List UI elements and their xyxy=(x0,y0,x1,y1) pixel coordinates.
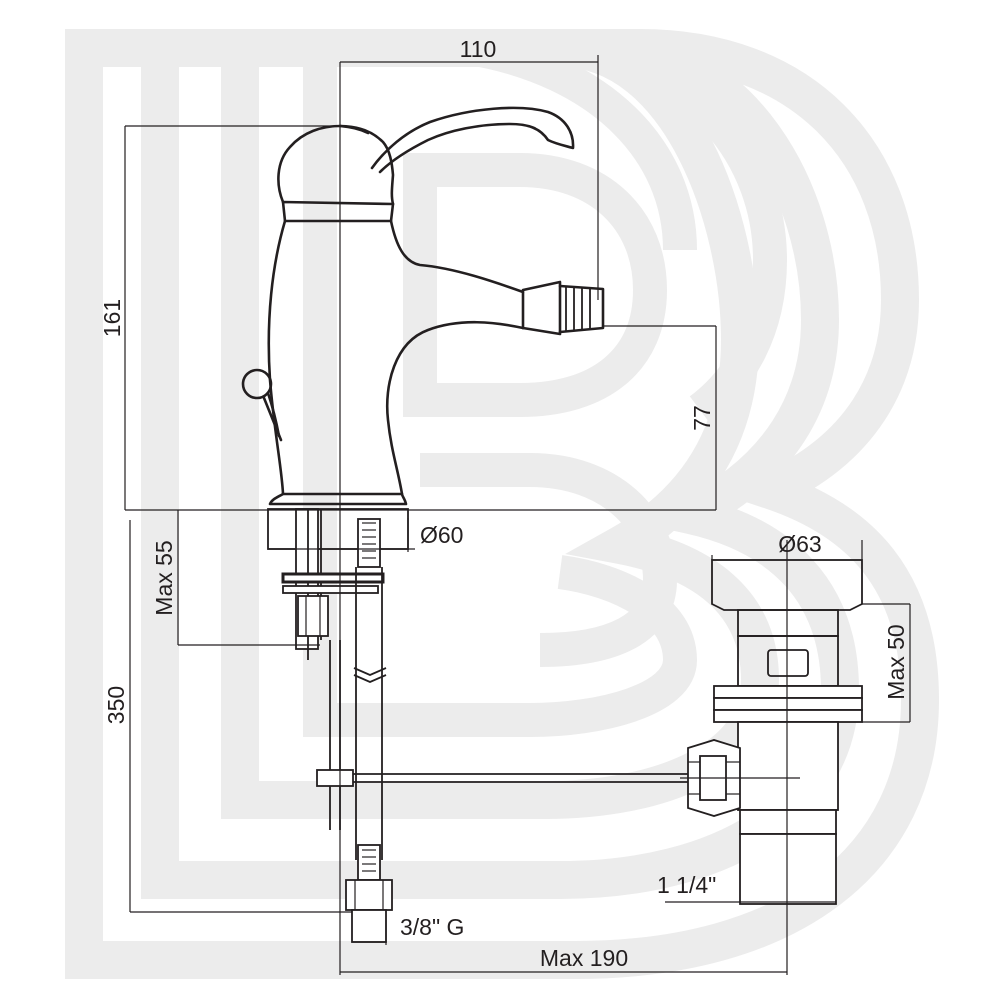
dim-supply-thread-label: 3/8" G xyxy=(400,914,464,940)
dimension-lines xyxy=(124,55,911,973)
dim-width-label: 110 xyxy=(460,36,497,62)
dim-waste-diameter-label: Ø63 xyxy=(778,531,821,557)
pop-up-waste xyxy=(687,559,863,905)
dim-max-centre-label: Max 190 xyxy=(540,945,628,971)
dim-hose-length-label: 350 xyxy=(103,686,129,724)
dim-height-label: 161 xyxy=(99,299,125,337)
dim-waste-max-label: Max 50 xyxy=(883,624,909,699)
dim-max-deck-label: Max 55 xyxy=(151,540,177,615)
dim-spout-height-label: 77 xyxy=(689,405,715,431)
dim-base-diameter-label: Ø60 xyxy=(420,522,463,548)
dim-waste-thread-label: 1 1/4" xyxy=(657,872,716,898)
faucet-body xyxy=(241,106,605,506)
